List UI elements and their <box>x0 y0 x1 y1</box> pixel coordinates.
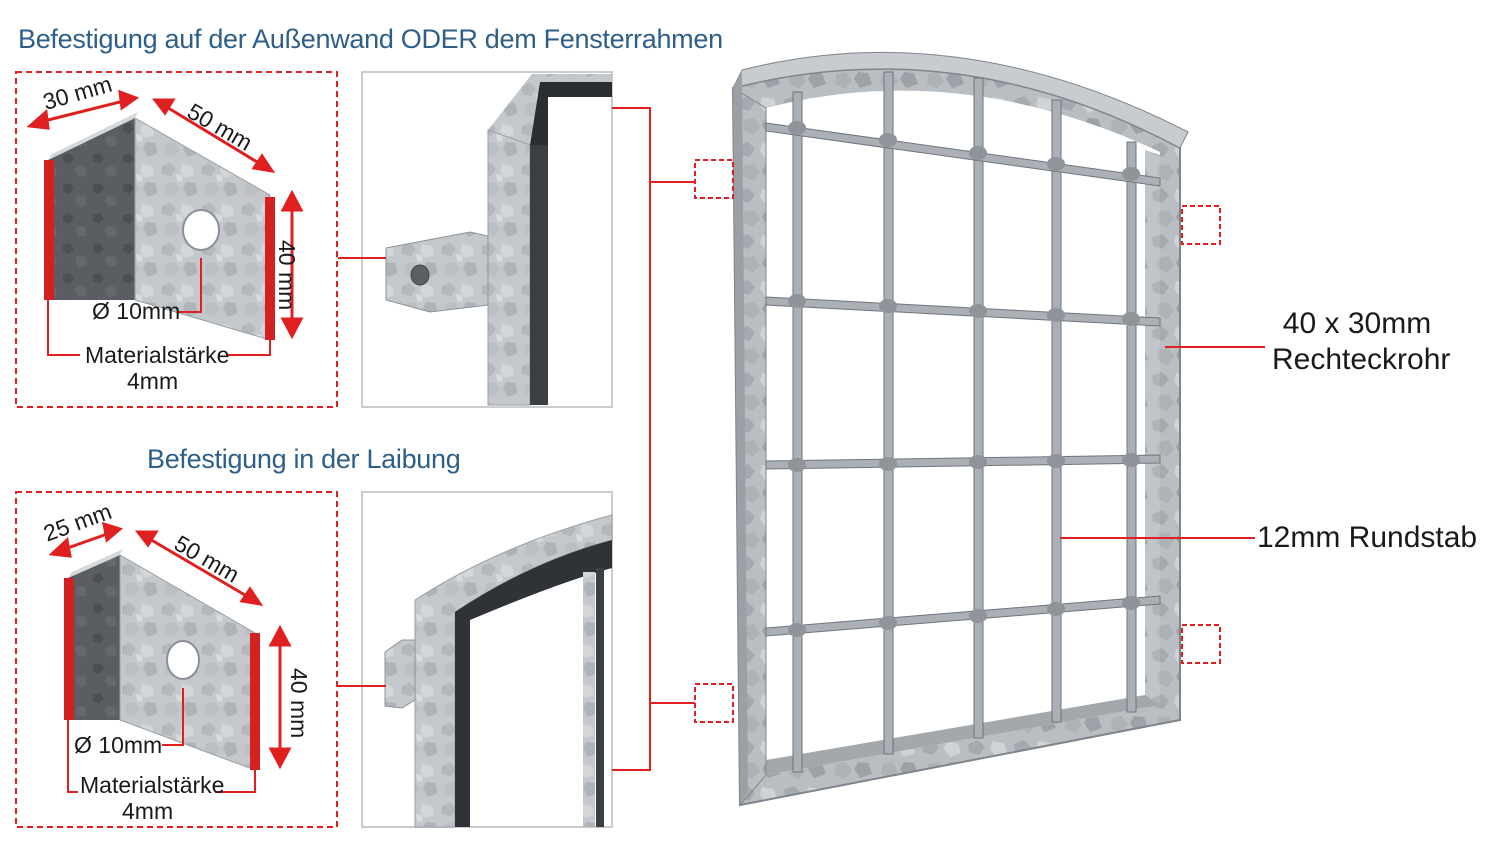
bracket-closeup-bottom <box>338 491 613 828</box>
frame-callout: 40 x 30mm Rechteckrohr <box>1272 306 1451 378</box>
bar-callout: 12mm Rundstab <box>1257 521 1478 554</box>
bottom-hole-label: Ø 10mm <box>74 732 163 758</box>
bottom-section-heading: Befestigung in der Laibung <box>147 444 461 474</box>
callout-lines <box>1060 346 1265 539</box>
bottom-material-value: 4mm <box>122 798 174 824</box>
top-section-heading: Befestigung auf der Außenwand ODER dem F… <box>18 24 723 54</box>
bracket-closeup-top <box>338 71 613 408</box>
frame-callout-line2: Rechteckrohr <box>1272 343 1451 376</box>
top-material-label: Materialstärke <box>85 342 230 368</box>
top-bracket-box <box>15 71 338 408</box>
bottom-material-label: Materialstärke <box>80 772 225 798</box>
connector-lines <box>612 107 695 771</box>
window-grille-drawing <box>731 51 1189 807</box>
top-hole-label: Ø 10mm <box>92 298 181 324</box>
bottom-bracket-box <box>15 491 338 828</box>
l-bracket-drawing-top <box>44 112 275 341</box>
top-material-value: 4mm <box>127 368 179 394</box>
frame-callout-line1: 40 x 30mm <box>1282 307 1432 340</box>
mount-point-marker <box>694 159 1221 723</box>
l-bracket-drawing-bottom <box>64 549 260 771</box>
bottom-dim-height: 40 mm <box>286 668 312 739</box>
top-dim-height: 40 mm <box>274 240 300 311</box>
